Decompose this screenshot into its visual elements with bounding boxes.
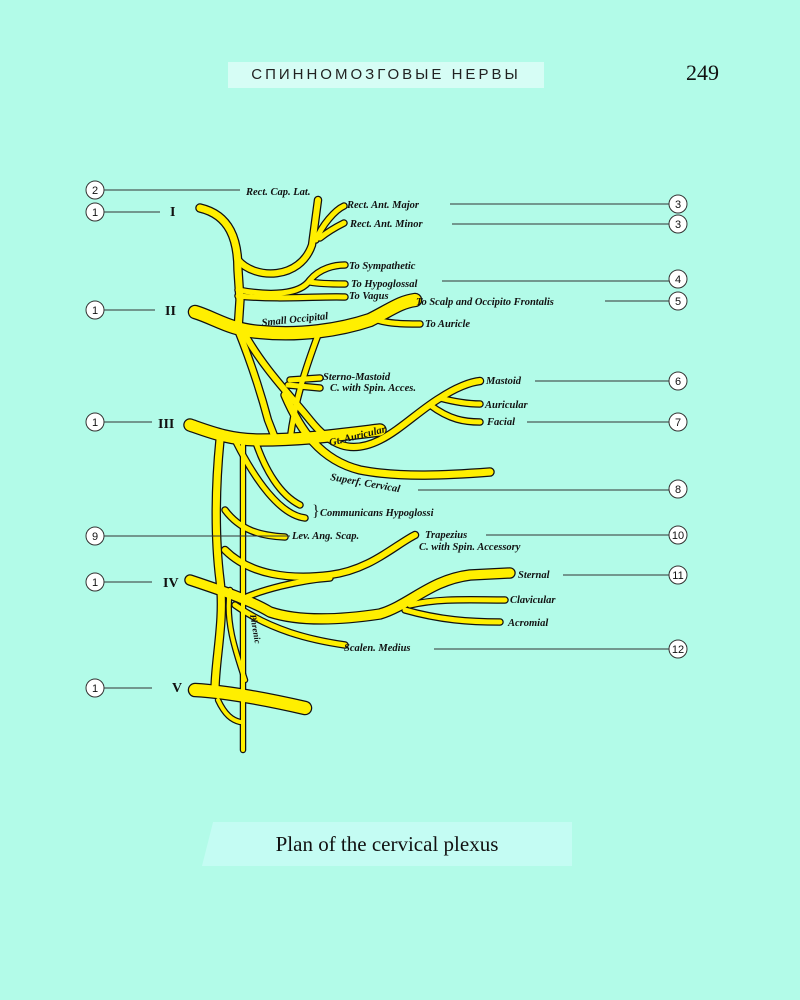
nerve-path (222, 507, 288, 540)
nerve-path (232, 602, 348, 648)
branch-label: Facial (486, 417, 515, 428)
leader-lines (103, 189, 670, 689)
callout-number: 1 (92, 207, 98, 219)
nerve-outline-path (251, 436, 304, 509)
callout-number: 3 (675, 219, 681, 231)
nerve-path (317, 220, 347, 241)
nerve-path (189, 684, 311, 714)
callout-circle (668, 565, 688, 585)
nerve-path (407, 597, 508, 608)
branch-label: Trapezius (425, 530, 467, 541)
nerve-path (226, 588, 247, 682)
callout-number: 2 (92, 185, 98, 197)
nerve-path (235, 293, 348, 301)
branch-label: Rect. Cap. Lat. (245, 187, 310, 198)
branch-label: Sternal (518, 570, 550, 581)
branch-label: To Scalp and Occipito Frontalis (416, 297, 554, 308)
branch-label: Acromial (507, 618, 548, 629)
callout-circle (85, 526, 105, 546)
callout-circle (668, 525, 688, 545)
root-label: I (170, 205, 175, 220)
callout-circle (85, 572, 105, 592)
nerve-path (402, 607, 503, 625)
branch-label: Lev. Ang. Scap. (291, 531, 359, 542)
root-label: II (165, 304, 176, 319)
callout-circle (668, 639, 688, 659)
callout-number: 7 (675, 417, 681, 429)
callout-circle (668, 214, 688, 234)
nerve-fill (184, 197, 515, 752)
branch-label: Sterno-Mastoid (323, 372, 391, 383)
callout-circle (668, 269, 688, 289)
callout-number: 10 (672, 530, 684, 542)
nerve-path (252, 437, 303, 508)
callout-number: 9 (92, 531, 98, 543)
callout-number: 1 (92, 305, 98, 317)
brace: } (312, 503, 320, 520)
running-header: СПИННОМОЗГОВЫЕ НЕРВЫ (228, 62, 544, 88)
nerve-path (281, 391, 494, 479)
nerve-path (437, 395, 483, 407)
callout-number: 12 (672, 644, 684, 656)
nerve-path (369, 315, 423, 327)
callout-number: 6 (675, 376, 681, 388)
branch-label: Scalen. Medius (344, 643, 411, 654)
callout-number: 4 (675, 274, 681, 286)
nerve-outline-path (233, 195, 323, 278)
nerve-path (307, 279, 348, 287)
branch-label: To Vagus (349, 291, 389, 302)
nerve-path (189, 294, 421, 340)
nerve-path (235, 197, 321, 277)
callout-circle (85, 412, 105, 432)
root-label: V (172, 681, 182, 696)
callout-circle (668, 479, 688, 499)
branch-label: Mastoid (485, 376, 522, 387)
nerve-path (216, 698, 242, 724)
callout-number: 5 (675, 296, 681, 308)
branch-label: Communicans Hypoglossi (320, 508, 434, 519)
callout-circle (668, 291, 688, 311)
callout-circle (85, 180, 105, 200)
callout-circle (85, 300, 105, 320)
branch-label: To Hypoglossal (351, 279, 417, 290)
nerve-path (285, 382, 323, 391)
branch-label: C. with Spin. Acces. (330, 383, 416, 394)
nerve-path (211, 436, 225, 694)
callout-circle (668, 412, 688, 432)
callout-number: 11 (672, 570, 683, 582)
callout-circle (668, 194, 688, 214)
page-number: 249 (686, 60, 719, 85)
nerve-path (237, 575, 333, 603)
branch-label: Rect. Ant. Minor (349, 219, 423, 230)
callout-number: 1 (92, 417, 98, 429)
branch-label: Rect. Ant. Major (346, 200, 420, 211)
nerve-path (185, 568, 515, 624)
callout-circle (85, 678, 105, 698)
nerve-path (222, 532, 418, 580)
branch-label: Auricular (484, 400, 529, 411)
callout-number: 3 (675, 199, 681, 211)
nerve-path (313, 203, 347, 243)
nerve-path (196, 204, 244, 334)
figure-caption: Plan of the cervical plexus (202, 822, 572, 866)
branch-label: To Auricle (425, 319, 470, 330)
branch-label: C. with Spin. Accessory (419, 542, 521, 553)
nerve-path (287, 375, 323, 383)
root-label: IV (163, 576, 179, 591)
callout-number: 8 (675, 484, 681, 496)
callout-number: 1 (92, 577, 98, 589)
branch-label: To Sympathetic (349, 261, 416, 272)
root-label: III (158, 417, 174, 432)
callout-circle (668, 371, 688, 391)
nerve-path (184, 419, 386, 446)
nerve-path (242, 332, 483, 451)
nerve-path (427, 402, 483, 425)
callout-circle (85, 202, 105, 222)
nerve-path (235, 327, 278, 441)
branch-label: Clavicular (510, 595, 556, 606)
callout-number: 1 (92, 683, 98, 695)
